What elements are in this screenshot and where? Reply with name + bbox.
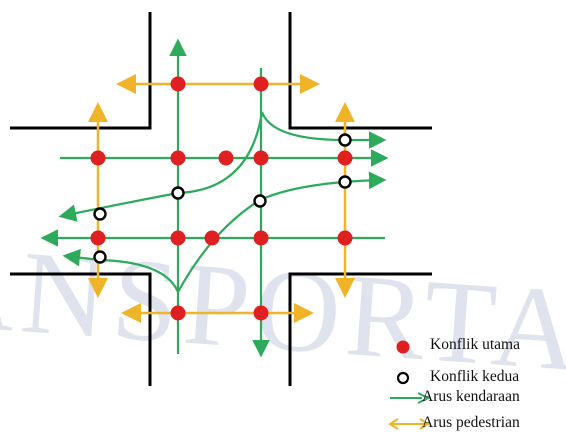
legend-row-secondary-conflict: Konflik kedua (392, 367, 564, 389)
secondary-conflict-points (93, 133, 352, 264)
legend-label-primary-conflict: Konflik utama (430, 336, 520, 353)
primary-conflict-point (253, 150, 269, 166)
secondary-conflict-point (171, 186, 185, 200)
legend-row-primary-conflict: Konflik utama (392, 335, 564, 357)
legend-label-secondary-conflict: Konflik kedua (430, 368, 520, 385)
primary-conflict-point (170, 230, 186, 246)
legend-label-pedestrian-flow: Arus pedestrian (422, 414, 520, 431)
road-edges (10, 12, 432, 386)
secondary-conflict-point (338, 133, 352, 147)
vehicle-flow-turn-upper-right (260, 111, 387, 149)
primary-conflict-point (90, 150, 106, 166)
legend-label-vehicle-flow: Arus kendaraan (422, 388, 520, 405)
red-dot-icon (396, 340, 410, 354)
road-corner-bottom-left (10, 272, 152, 386)
primary-conflict-point (253, 76, 269, 92)
primary-conflict-point (170, 305, 186, 321)
secondary-conflict-point (93, 207, 107, 221)
primary-conflict-point (337, 230, 353, 246)
road-corner-bottom-right (288, 272, 432, 386)
hollow-circle-icon (396, 371, 410, 385)
secondary-conflict-point (338, 175, 352, 189)
primary-conflict-point (218, 150, 234, 166)
primary-conflict-point (90, 230, 106, 246)
legend-row-vehicle-flow: Arus kendaraan (390, 387, 564, 409)
primary-conflict-point (253, 230, 269, 246)
legend: Konflik utama Konflik kedua Arus kendara… (388, 333, 564, 436)
primary-conflict-point (253, 305, 269, 321)
yellow-double-arrow-icon (388, 418, 430, 430)
secondary-conflict-point (253, 194, 267, 208)
road-corner-top-right (288, 12, 432, 130)
primary-conflict-points (90, 76, 353, 321)
legend-row-pedestrian-flow: Arus pedestrian (388, 413, 564, 435)
secondary-conflict-point (93, 250, 107, 264)
primary-conflict-point (337, 150, 353, 166)
road-corner-top-left (10, 12, 152, 130)
green-arrow-icon (390, 392, 430, 404)
primary-conflict-point (170, 150, 186, 166)
primary-conflict-point (170, 76, 186, 92)
primary-conflict-point (204, 230, 220, 246)
